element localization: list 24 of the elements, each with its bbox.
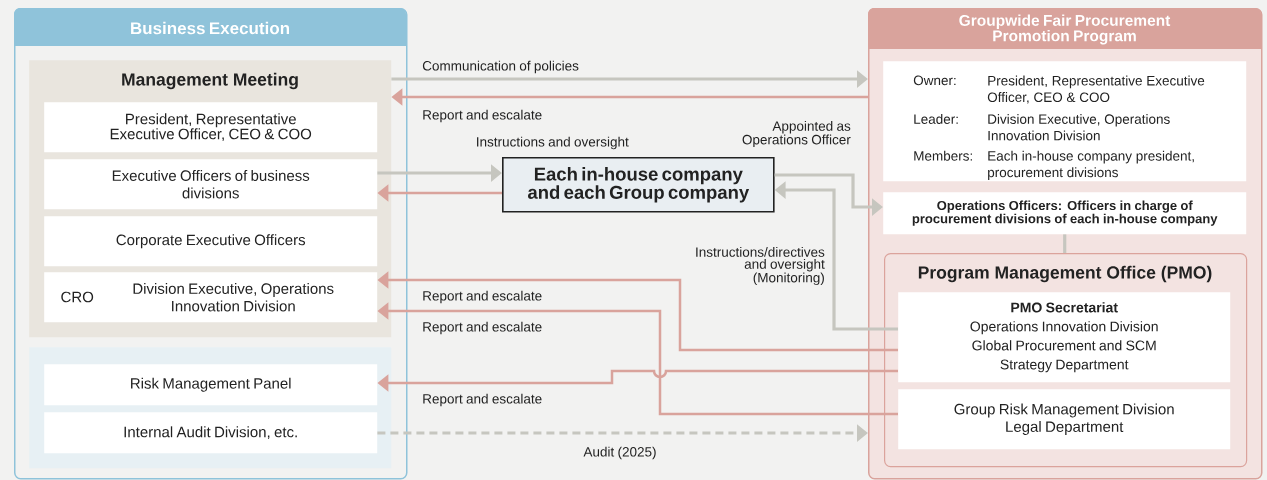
group-title: Program Management Office (PMO) [918, 265, 1212, 283]
org-box: Internal Audit Division, etc. [44, 412, 378, 454]
role-label: CRO [61, 291, 94, 303]
org-box: Executive Officers of business divisions [44, 159, 378, 210]
edge-label: Report and escalate [423, 393, 542, 407]
edge-label: Communication of policies [422, 60, 579, 74]
org-box: PMO Secretariat Operations Innovation Division Global Procurement and SCM Strategy Department [898, 292, 1231, 383]
company-box: Each in-house company and each Group company [502, 157, 775, 213]
edge-label: Instructions and oversight [477, 136, 629, 150]
edge-label: Appointed as Operations Officer [742, 120, 851, 148]
edge-label: Report and escalate [423, 290, 542, 304]
org-box: President, Representative Executive Officer, CEO & COO [44, 102, 378, 153]
panel-heading: Groupwide Fair Procurement Promotion Program [959, 14, 1171, 45]
edge-label: Report and escalate [423, 321, 542, 335]
org-box: Corporate Executive Officers [44, 216, 378, 267]
org-box: Operations Officers: Officers in charge of procurement divisions of each in-house company [883, 192, 1247, 235]
edge-label: Report and escalate [423, 109, 542, 123]
edge-label: Instructions/directives and oversight (Monitoring) [696, 246, 825, 286]
group-title: Management Meeting [122, 72, 298, 90]
panel-heading: Business Execution [131, 21, 289, 35]
edge-label: Audit (2025) [583, 446, 656, 460]
org-box: Group Risk Management Division Legal Department [898, 389, 1231, 450]
org-box: Risk Management Panel [44, 364, 378, 406]
info-box: Owner: President, Representative Executive Officer, CEO & COO Leader: Division Executive, Operations Innovation Division Members: Each in-house company president, procurement divisions [883, 61, 1247, 182]
